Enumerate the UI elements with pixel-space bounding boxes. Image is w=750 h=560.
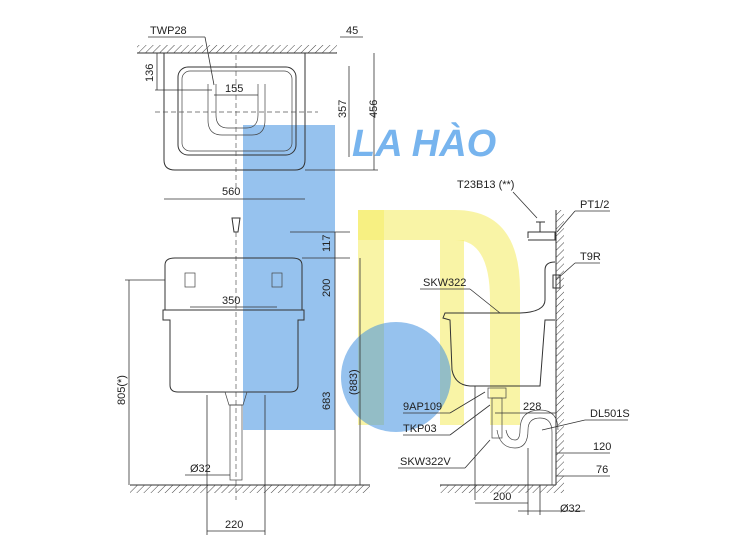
watermark-logo: LA HÀO bbox=[243, 121, 520, 432]
label-9ap109: 9AP109 bbox=[403, 401, 442, 413]
side-view: T23B13 (**) PT1/2 T9R SKW322 9AP109 TKP0… bbox=[398, 179, 630, 515]
dim-560: 560 bbox=[222, 186, 240, 198]
label-tkp03: TKP03 bbox=[403, 423, 437, 435]
dim-200-side: 200 bbox=[493, 491, 511, 503]
dim-200: 200 bbox=[321, 279, 333, 297]
dim-120: 120 bbox=[593, 441, 611, 453]
dim-357: 357 bbox=[337, 100, 349, 118]
dim-drain-32-side: Ø32 bbox=[560, 503, 581, 515]
label-skw322: SKW322 bbox=[423, 277, 466, 289]
dim-45: 45 bbox=[346, 25, 358, 37]
dim-117: 117 bbox=[321, 234, 333, 252]
dim-220: 220 bbox=[225, 519, 243, 531]
label-skw322v: SKW322V bbox=[400, 456, 451, 468]
label-pt12: PT1/2 bbox=[580, 199, 609, 211]
dim-883: (883) bbox=[348, 369, 360, 395]
dim-350: 350 bbox=[222, 295, 240, 307]
dim-683: 683 bbox=[321, 392, 333, 410]
label-t23b13: T23B13 (**) bbox=[457, 179, 514, 191]
dim-228: 228 bbox=[523, 401, 541, 413]
dim-155: 155 bbox=[225, 83, 243, 95]
top-view: TWP28 45 136 155 357 456 560 bbox=[137, 25, 380, 200]
front-view: 117 200 350 805(*) (883) 683 Ø32 220 bbox=[116, 217, 370, 535]
label-t9r: T9R bbox=[580, 251, 601, 263]
label-dl501s: DL501S bbox=[590, 408, 630, 420]
logo-text: LA HÀO bbox=[352, 121, 496, 165]
dim-805: 805(*) bbox=[116, 375, 128, 405]
dim-drain-32: Ø32 bbox=[190, 463, 211, 475]
label-twp28: TWP28 bbox=[150, 25, 187, 37]
dim-136: 136 bbox=[144, 64, 156, 82]
dim-76: 76 bbox=[596, 464, 608, 476]
